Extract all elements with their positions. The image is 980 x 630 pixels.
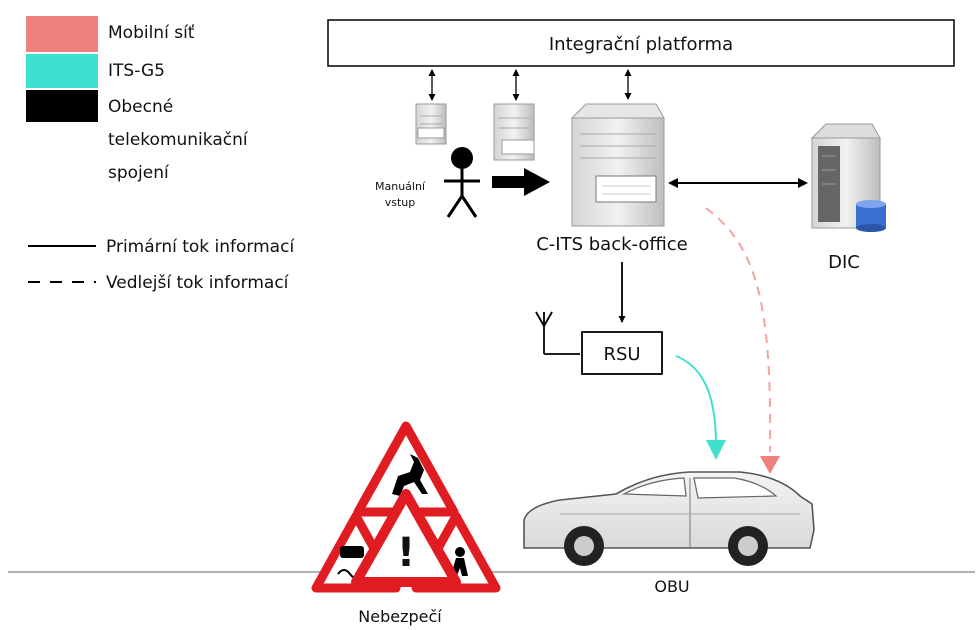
warning-symbol: ! [397, 530, 415, 576]
legend-label-secondary: Vedlejší tok informací [106, 273, 290, 293]
server-icon [493, 103, 535, 161]
rsu-label: RSU [603, 344, 640, 365]
obu-label: OBU [654, 577, 689, 596]
manual-input-arrow [492, 168, 550, 196]
legend-swatch-general [26, 90, 98, 122]
legend-label-itsg5: ITS-G5 [108, 61, 165, 81]
legend-label-general-2: telekomunikační [108, 130, 249, 150]
warning-sign-icon: ! [351, 489, 461, 587]
car-icon [523, 471, 815, 566]
legend: Mobilní síť ITS-G5 Obecné telekomunikačn… [26, 16, 295, 293]
legend-label-mobile: Mobilní síť [108, 23, 195, 43]
database-icon [856, 200, 886, 232]
manual-input-label-2: vstup [385, 196, 416, 209]
hazard-label: Nebezpečí [358, 607, 442, 626]
itsg5-arrowhead [706, 440, 726, 460]
manual-input-label-1: Manuální [375, 180, 426, 193]
legend-swatch-itsg5 [26, 54, 98, 88]
rsu-box [581, 331, 663, 375]
backoffice-label: C-ITS back-office [536, 234, 688, 255]
link-backoffice-obu-mobile [705, 207, 772, 453]
mobile-arrowhead [760, 456, 780, 474]
antenna-icon [535, 311, 580, 355]
server-icon [570, 103, 665, 227]
platform-label: Integrační platforma [549, 34, 733, 55]
hazard-signs: ! [311, 421, 501, 593]
platform-box [327, 19, 955, 67]
legend-swatch-mobile [26, 16, 98, 52]
link-rsu-obu-itsg5 [675, 355, 717, 447]
legend-label-general-3: spojení [108, 163, 170, 183]
server-icon [415, 103, 447, 145]
legend-label-primary: Primární tok informací [106, 237, 295, 257]
legend-label-general-1: Obecné [108, 97, 173, 117]
person-icon [444, 147, 480, 218]
dic-label: DIC [828, 252, 860, 273]
integration-platform: Integrační platforma [327, 19, 955, 67]
